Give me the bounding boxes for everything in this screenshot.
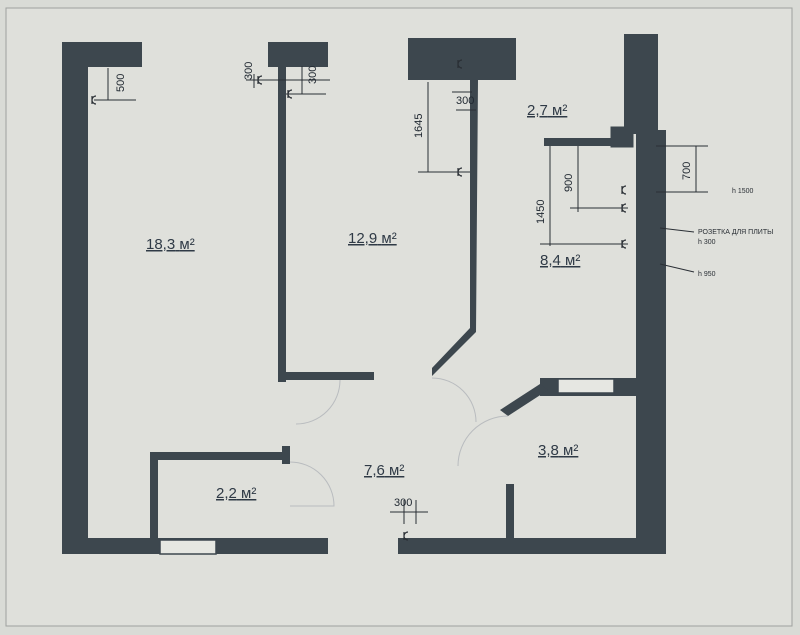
dim-300-c: 300 [456,95,474,107]
note-socket-line1: РОЗЕТКА ДЛЯ ПЛИТЫ [698,229,773,236]
note-h950: h 950 [698,271,716,278]
dim-900: 900 [563,174,575,192]
dim-500: 500 [115,74,127,92]
wall-diagonal-storage [500,384,548,416]
door-swing-storage [457,415,509,467]
wall-bottom-right [398,538,666,554]
room-area-2: 12,9 м² [348,230,397,247]
dim-300-b: 300 [307,66,319,84]
wall-bathroom-stub [408,38,430,80]
wall-storage-divider [506,484,514,540]
room-area-7: 7,6 м² [364,462,404,479]
dim-1450: 1450 [535,200,547,224]
dim-300-d: 300 [394,497,412,509]
dimension-lines [91,59,708,541]
door-swing-room [295,379,341,425]
window-bottom [159,539,217,555]
paper-sheet [5,7,793,627]
note-socket-line2: h 300 [698,239,716,246]
wall-top-left-stub [62,42,142,67]
room-area-5: 3,8 м² [538,442,578,459]
window-storage [557,378,615,394]
room-labels: 18,3 м² 12,9 м² 2,7 м² 8,4 м² 3,8 м² 2,2… [146,102,580,502]
wall-partition-middle-bottom [278,372,374,380]
dim-300-a: 300 [243,62,255,80]
door-swings [289,377,509,507]
wall-closet-top [150,452,290,460]
wall-bathroom-bottom [544,138,632,146]
door-swing-closet [289,461,335,507]
room-area-4: 8,4 м² [540,252,580,269]
wall-closet-right [282,446,290,464]
wall-closet-left [150,452,158,542]
wall-left-outer [62,42,88,554]
wall-right-outer-lower [636,130,666,554]
wall-top-middle-stub [268,42,328,67]
note-h1500: h 1500 [732,188,754,195]
room-area-3: 2,7 м² [527,102,567,119]
wall-right-outer [624,34,658,134]
dimension-labels: 500 300 300 1645 300 900 1450 700 300 [115,62,693,509]
room-area-1: 18,3 м² [146,236,195,253]
dim-700: 700 [681,162,693,180]
walls [62,34,666,555]
wall-partition-middle [278,58,286,382]
annotations: h 1500 РОЗЕТКА ДЛЯ ПЛИТЫ h 300 h 950 [698,188,773,278]
dim-1645: 1645 [413,114,425,138]
room-area-6: 2,2 м² [216,485,256,502]
door-swing-kitchen [431,377,477,423]
